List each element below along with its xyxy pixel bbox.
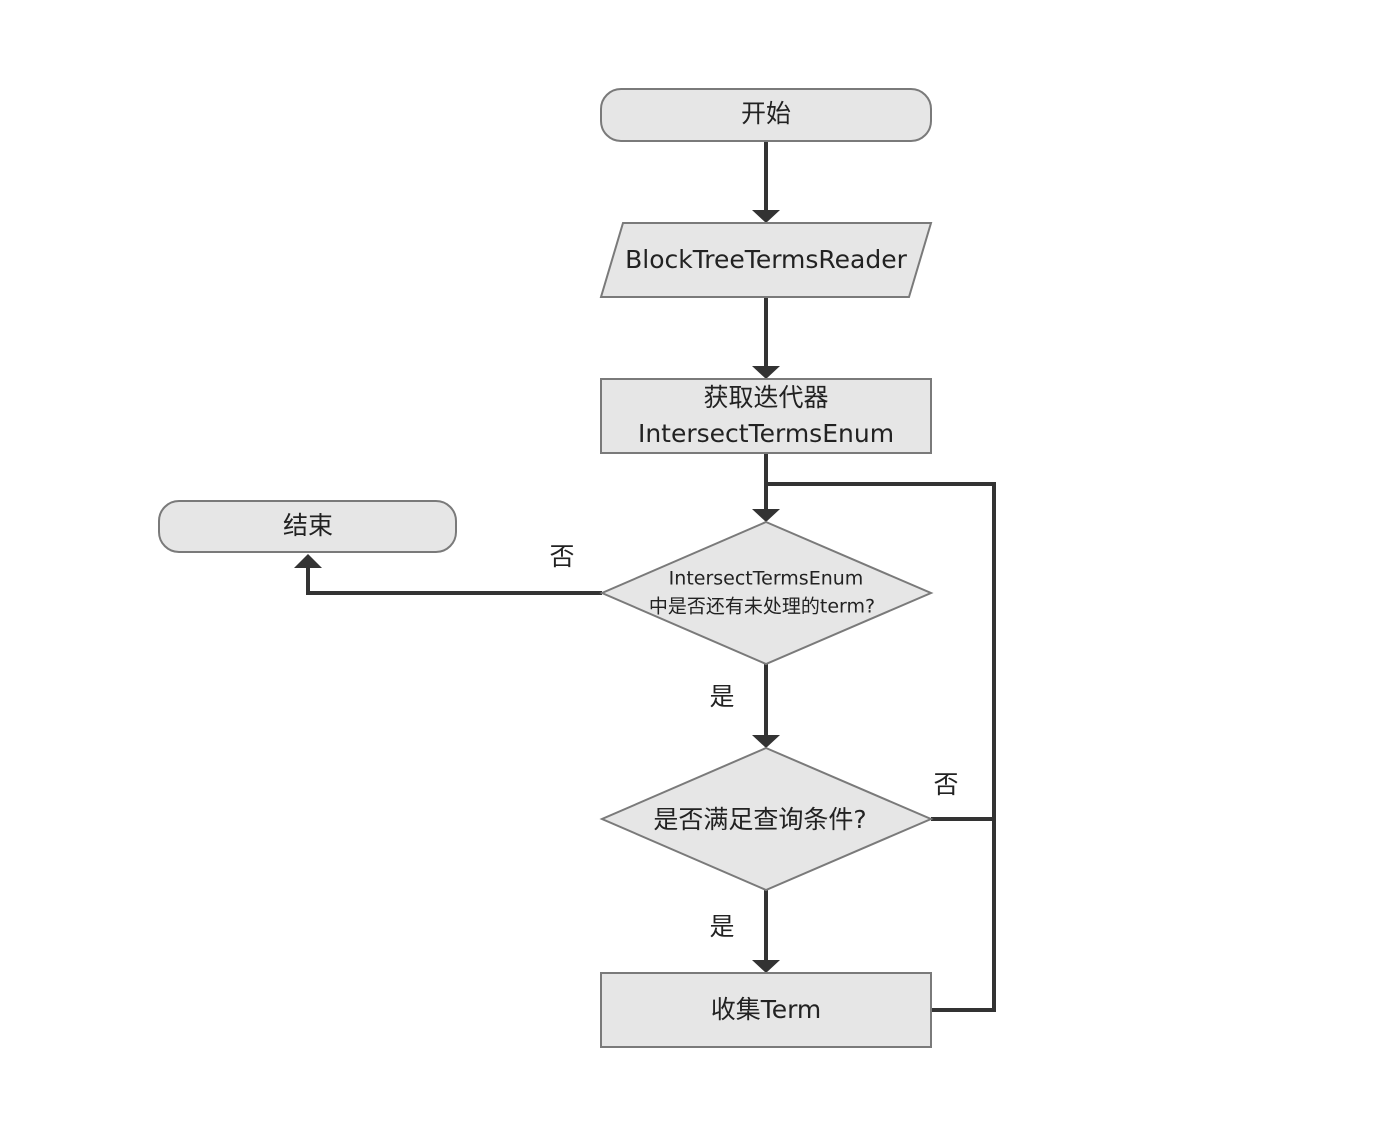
- collect-process-shape: [600, 972, 932, 1048]
- edge-loop-back-bus: [766, 482, 996, 1010]
- arrowhead-has-term-to-match-query: [752, 735, 780, 748]
- arrowhead-match-query-to-collect: [752, 960, 780, 973]
- get-iterator-label-line1: 获取迭代器: [703, 383, 828, 412]
- edge-label-has-term-yes: 是: [709, 682, 734, 711]
- edge-has-term-to-end: [306, 566, 602, 595]
- match-query-label: 是否满足查询条件?: [653, 805, 866, 834]
- reader-parallelogram-shape: [599, 222, 933, 298]
- has-term-label-line2: 中是否还有未处理的term?: [649, 596, 875, 618]
- edge-label-match-query-yes: 是: [709, 912, 734, 941]
- arrowhead-reader-to-get-iterator: [752, 366, 780, 379]
- node-reader: BlockTreeTermsReader: [599, 222, 933, 298]
- edge-label-has-term-no: 否: [549, 542, 574, 571]
- has-term-label-line1: IntersectTermsEnum: [669, 568, 864, 590]
- match-query-decision-shape: [599, 746, 934, 892]
- node-collect: 收集Term: [600, 972, 932, 1048]
- arrowhead-has-term-to-end: [294, 554, 322, 568]
- end-label: 结束: [283, 511, 333, 540]
- node-match-query: 是否满足查询条件?: [599, 746, 934, 892]
- reader-label: BlockTreeTermsReader: [625, 245, 908, 274]
- node-start: 开始: [600, 88, 932, 142]
- node-has-term: IntersectTermsEnum 中是否还有未处理的term?: [599, 520, 934, 666]
- node-get-iterator: 获取迭代器 IntersectTermsEnum: [600, 378, 932, 454]
- edge-labels: 否 是 是 否: [549, 542, 958, 941]
- get-iterator-process-shape: [600, 378, 932, 454]
- edge-label-match-query-no: 否: [933, 770, 958, 799]
- node-end: 结束: [158, 500, 457, 553]
- edges: [294, 141, 996, 1012]
- arrowhead-get-iterator-to-has-term: [752, 509, 780, 522]
- has-term-decision-shape: [599, 520, 934, 666]
- get-iterator-label-line2: IntersectTermsEnum: [638, 419, 894, 448]
- collect-label: 收集Term: [711, 995, 822, 1024]
- end-terminator-shape: [158, 500, 457, 553]
- start-label: 开始: [741, 99, 791, 128]
- arrowhead-start-to-reader: [752, 210, 780, 223]
- start-terminator-shape: [600, 88, 932, 142]
